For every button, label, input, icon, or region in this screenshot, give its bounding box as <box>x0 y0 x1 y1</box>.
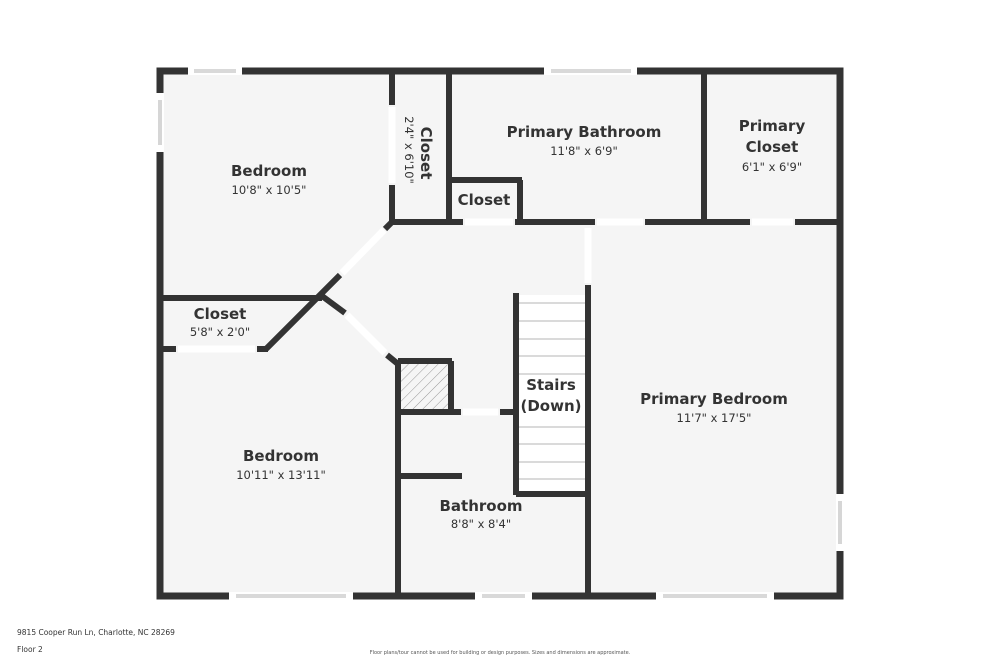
room-bathroom: Bathroom 8'8" x 8'4" <box>439 497 522 531</box>
room-primary-closet: Primary Closet 6'1" x 6'9" <box>739 117 806 174</box>
svg-text:Primary Bedroom: Primary Bedroom <box>640 390 788 408</box>
room-primary-bedroom: Primary Bedroom 11'7" x 17'5" <box>640 390 788 425</box>
svg-text:8'8" x 8'4": 8'8" x 8'4" <box>451 517 511 531</box>
room-closet-small: Closet <box>458 191 511 209</box>
svg-text:11'7" x 17'5": 11'7" x 17'5" <box>677 411 752 425</box>
svg-text:Closet: Closet <box>417 127 435 180</box>
svg-text:Bathroom: Bathroom <box>439 497 522 515</box>
svg-text:2'4" x 6'10": 2'4" x 6'10" <box>402 116 416 184</box>
svg-text:Bedroom: Bedroom <box>231 162 307 180</box>
svg-text:Primary Bathroom: Primary Bathroom <box>507 123 662 141</box>
svg-text:10'8" x 10'5": 10'8" x 10'5" <box>232 183 307 197</box>
floor-area <box>160 71 840 596</box>
svg-text:Closet: Closet <box>458 191 511 209</box>
property-address: 9815 Cooper Run Ln, Charlotte, NC 28269 <box>17 628 175 637</box>
chase-hatched <box>401 364 448 409</box>
svg-text:Stairs: Stairs <box>526 376 576 394</box>
room-bedroom-bottom-left: Bedroom 10'11" x 13'11" <box>236 447 326 482</box>
svg-text:(Down): (Down) <box>520 397 581 415</box>
room-closet-vertical: Closet 2'4" x 6'10" <box>402 116 435 184</box>
floor-label: Floor 2 <box>17 645 43 654</box>
svg-text:Bedroom: Bedroom <box>243 447 319 465</box>
stairs <box>518 295 585 493</box>
svg-text:Closet: Closet <box>194 305 247 323</box>
openings <box>178 107 793 416</box>
room-primary-bathroom: Primary Bathroom 11'8" x 6'9" <box>507 123 662 158</box>
svg-text:Primary: Primary <box>739 117 806 135</box>
svg-text:10'11" x 13'11": 10'11" x 13'11" <box>236 468 326 482</box>
room-bedroom-top-left: Bedroom 10'8" x 10'5" <box>231 162 307 197</box>
svg-text:5'8" x 2'0": 5'8" x 2'0" <box>190 325 250 339</box>
room-stairs: Stairs (Down) <box>520 376 581 415</box>
disclaimer: Floor plans/tour cannot be used for buil… <box>369 650 631 656</box>
svg-text:Closet: Closet <box>746 138 799 156</box>
interior-walls <box>160 71 840 596</box>
svg-text:6'1" x 6'9": 6'1" x 6'9" <box>742 160 802 174</box>
windows <box>156 67 844 600</box>
room-closet-left: Closet 5'8" x 2'0" <box>190 305 250 339</box>
svg-text:11'8" x 6'9": 11'8" x 6'9" <box>550 144 618 158</box>
